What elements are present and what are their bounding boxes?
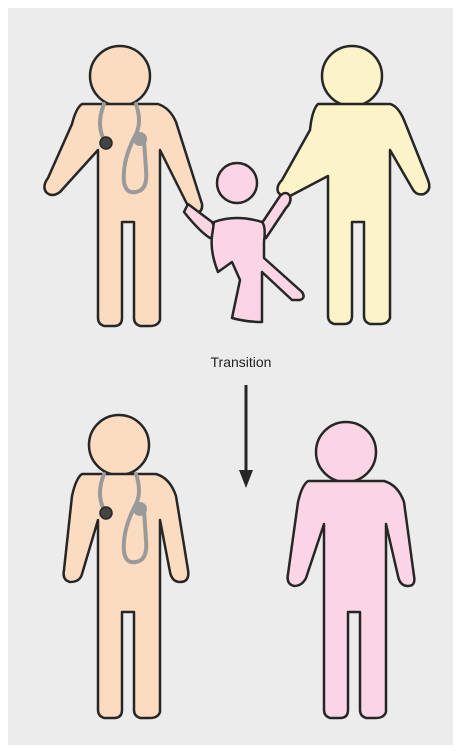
stethoscope-bottom-chestpiece-icon <box>100 507 112 519</box>
doctor-bottom-figure <box>64 415 189 718</box>
parent-figure <box>278 46 430 324</box>
doctor-bottom-head <box>89 415 149 475</box>
doctor-top-body <box>44 104 202 326</box>
young-adult-figure <box>288 422 415 718</box>
young-adult-body <box>288 481 415 718</box>
parent-head <box>322 46 382 106</box>
young-adult-head <box>316 422 376 482</box>
doctor-top-head <box>90 46 150 106</box>
stethoscope-top-chestpiece-icon <box>100 137 112 149</box>
child-head <box>217 163 257 203</box>
transition-label: Transition <box>186 354 296 370</box>
doctor-bottom-body <box>64 474 189 718</box>
child-body <box>212 218 304 322</box>
arrow-down-icon <box>239 385 253 488</box>
